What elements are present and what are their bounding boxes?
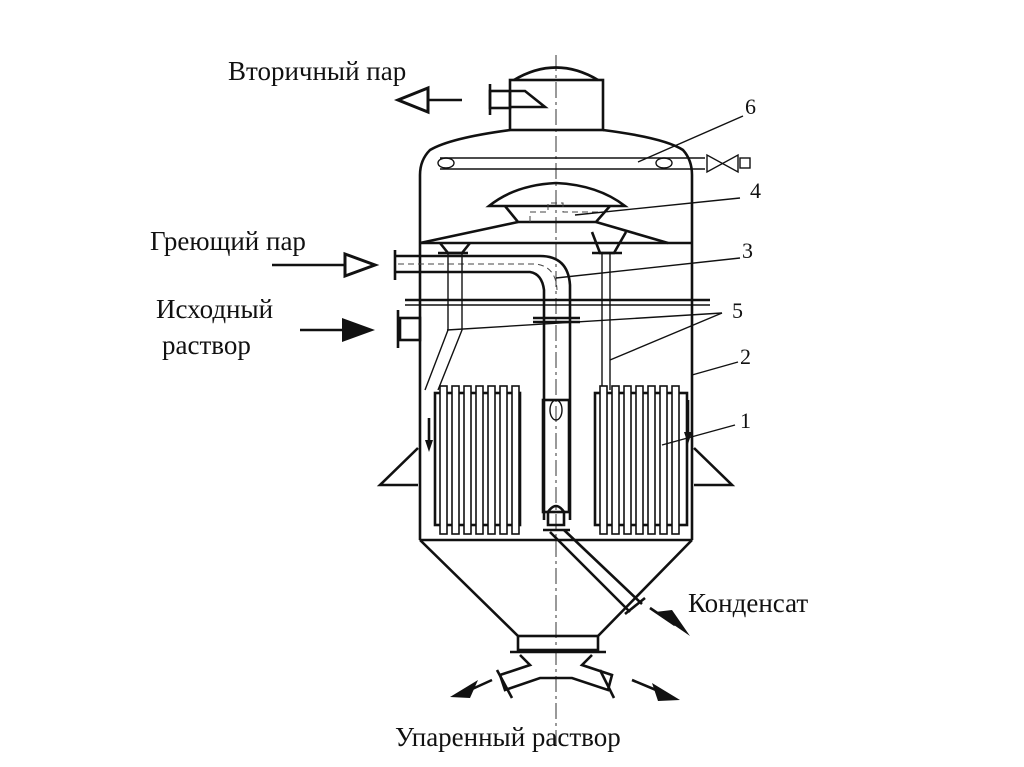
heat-exchanger-tube	[463, 385, 472, 535]
label-condensate: Конденсат	[688, 588, 808, 618]
part-number-1: 1	[740, 408, 751, 433]
part-number-4: 4	[750, 178, 761, 203]
condensate-pipe	[549, 529, 646, 616]
heat-exchanger-tube	[487, 385, 496, 535]
feed-nozzle	[396, 310, 422, 348]
part-number-6: 6	[745, 94, 756, 119]
outlet-arrow-left	[450, 680, 478, 698]
circulation-pipes-5	[424, 253, 611, 391]
heat-exchanger-tube	[439, 385, 448, 535]
secondary-vapor-arrow	[393, 85, 462, 115]
part-number-3: 3	[742, 238, 753, 263]
label-feed-line1: Исходный	[156, 294, 273, 324]
flow-arrows	[272, 251, 692, 701]
heat-exchanger-tube	[451, 385, 460, 535]
bottom-cone	[419, 538, 693, 699]
heat-exchanger-tube	[499, 385, 508, 535]
heat-exchanger-tube	[511, 385, 520, 535]
leader-lines	[446, 115, 744, 446]
heat-exchanger-tube	[611, 385, 620, 535]
wash-pipe-6	[437, 153, 751, 174]
label-evaporated-solution: Упаренный раствор	[395, 722, 621, 752]
heat-exchanger-tube	[671, 385, 680, 535]
part-number-5: 5	[732, 298, 743, 323]
heat-exchanger-tube	[623, 385, 632, 535]
label-heating-steam: Греющий пар	[150, 226, 306, 256]
heating-steam-arrow	[343, 251, 380, 279]
heating-chamber-1	[433, 385, 689, 535]
heat-exchanger-tube	[599, 385, 608, 535]
heat-exchanger-tube	[647, 385, 656, 535]
outlet-arrow-right	[652, 683, 680, 701]
vapor-cap	[488, 66, 605, 132]
heat-exchanger-tube	[659, 385, 668, 535]
part-number-2: 2	[740, 344, 751, 369]
separator-4	[419, 181, 692, 255]
support-right	[693, 447, 736, 487]
support-left	[376, 447, 419, 487]
heat-exchanger-tube	[635, 385, 644, 535]
label-feed-line2: раствор	[162, 330, 251, 360]
feed-arrow	[342, 318, 375, 342]
label-secondary-vapor: Вторичный пар	[228, 56, 406, 86]
heat-exchanger-tube	[475, 385, 484, 535]
central-pipe	[541, 398, 571, 532]
